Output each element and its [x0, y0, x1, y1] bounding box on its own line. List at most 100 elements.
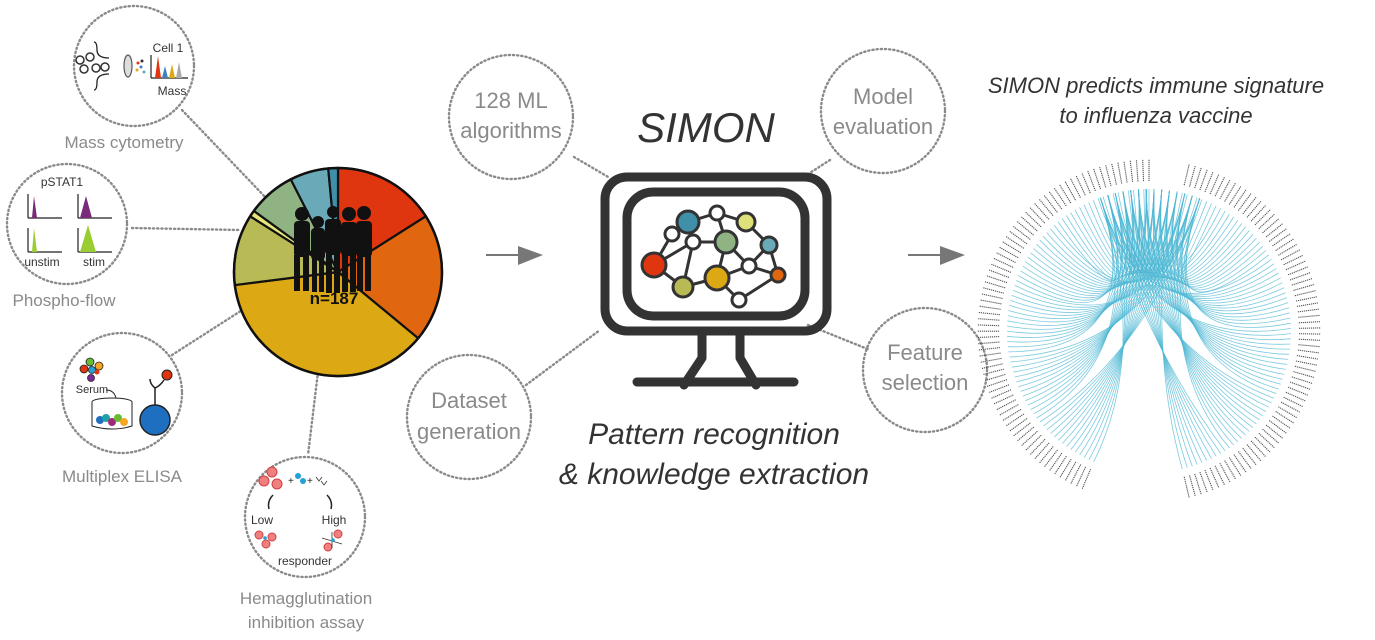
network-node	[703, 264, 731, 292]
step-algorithms: 128 ML algorithms	[447, 53, 575, 181]
chord-label	[1008, 418, 1028, 432]
chord-link	[1122, 191, 1212, 459]
chord-label	[1111, 162, 1117, 185]
chord-link	[1177, 195, 1234, 446]
chord-link	[1145, 188, 1257, 425]
chord-label	[984, 373, 1006, 382]
chord-label	[1204, 469, 1214, 491]
feature-circle	[861, 306, 989, 434]
chord-link	[1145, 188, 1198, 465]
svg-text:+: +	[307, 476, 313, 487]
connector-feature	[806, 323, 872, 352]
chord-label	[1233, 188, 1247, 208]
network-node	[713, 229, 739, 255]
mass-spectrum-icon	[150, 55, 188, 79]
bead-cluster-icon	[79, 357, 104, 382]
chord-label	[1262, 218, 1280, 234]
chord-label	[1129, 159, 1134, 182]
chord-label	[1038, 446, 1054, 464]
chord-label	[979, 299, 1002, 305]
step-evaluation: Model evaluation	[819, 47, 947, 175]
evaluation-circle	[819, 47, 947, 175]
chord-label	[1272, 232, 1292, 247]
chord-label	[1275, 411, 1295, 424]
chord-link	[1170, 191, 1243, 439]
mass-cytometry-inset-axis: Mass	[158, 84, 187, 98]
chord-link	[1016, 197, 1114, 304]
chord-link	[1153, 189, 1254, 429]
chord-label	[977, 341, 1000, 345]
chord-label	[1228, 457, 1242, 477]
chord-label	[1188, 475, 1196, 497]
chord-label	[1024, 211, 1042, 228]
chord-label	[1033, 202, 1050, 220]
chord-label	[1291, 277, 1313, 286]
multiplex-elisa-circle	[60, 331, 184, 455]
phospho-flow-inset-unstim: unstim	[24, 255, 59, 269]
people-silhouette-icon	[294, 206, 372, 293]
chord-link	[1088, 194, 1125, 460]
chord-label	[1258, 432, 1276, 449]
chord-label	[1029, 206, 1046, 224]
chord-label	[1064, 180, 1076, 201]
chord-label	[1298, 344, 1321, 348]
chord-label	[1048, 452, 1063, 472]
monitor-icon	[600, 172, 832, 390]
elisa-serum-label: Serum	[76, 384, 108, 396]
chord-label	[1025, 434, 1042, 451]
chord-label	[1048, 190, 1063, 210]
chord-label	[1008, 230, 1028, 245]
well-icon	[91, 397, 133, 430]
hai-assay-circle	[243, 455, 367, 579]
chord-link	[1066, 188, 1147, 447]
chord-link	[1050, 195, 1193, 283]
network-node	[640, 251, 668, 279]
chord-label	[1283, 254, 1304, 266]
chord-label	[1265, 222, 1284, 238]
chord-link	[1057, 197, 1118, 282]
phospho-flow-panel: pSTAT1 unstim stim Phospho-flow	[5, 162, 129, 310]
chord-label	[986, 379, 1008, 388]
chord-label	[1012, 422, 1031, 437]
chord-link	[1070, 191, 1130, 278]
chord-label	[1135, 159, 1139, 182]
chord-label	[1204, 171, 1214, 193]
chord-label	[1029, 438, 1046, 456]
result-title-line1: SIMON predicts immune signature	[988, 73, 1324, 98]
chord-label	[1237, 451, 1252, 470]
result-title-line2: to influenza vaccine	[1059, 103, 1252, 128]
chord-label	[977, 311, 1000, 316]
chord-label	[1123, 160, 1128, 183]
network-node	[684, 233, 702, 251]
chord-label	[1053, 187, 1067, 207]
neural-network-icon	[640, 204, 787, 309]
chord-label	[1254, 208, 1271, 226]
chord-label	[1258, 213, 1276, 230]
chord-label	[993, 394, 1014, 405]
step-dataset: Dataset generation	[405, 353, 533, 481]
chord-label	[1075, 466, 1087, 488]
chord-link	[1114, 193, 1217, 457]
chord-label	[1296, 302, 1319, 307]
simon-title: SIMON	[637, 104, 775, 151]
chord-label	[995, 399, 1016, 411]
phospho-flow-circle	[5, 162, 129, 286]
svg-text:+: +	[288, 476, 294, 487]
network-node	[663, 225, 681, 243]
chord-label	[978, 347, 1000, 351]
connector-dataset	[524, 328, 602, 387]
chord-link	[1114, 193, 1269, 408]
chord-label	[1275, 238, 1295, 251]
connector-algorithms	[572, 155, 612, 180]
connector-phospho-flow	[130, 226, 242, 232]
chord-label	[982, 287, 1004, 294]
chord-label	[1272, 415, 1292, 430]
chord-label	[1228, 185, 1242, 205]
network-node	[759, 235, 779, 255]
chord-label	[980, 293, 1003, 300]
arrow-right-icon	[486, 246, 543, 265]
chord-label	[1012, 225, 1031, 240]
chord-label	[1268, 420, 1288, 435]
rbc-reagents-icon: + +	[258, 466, 328, 490]
chord-link	[1061, 194, 1122, 280]
